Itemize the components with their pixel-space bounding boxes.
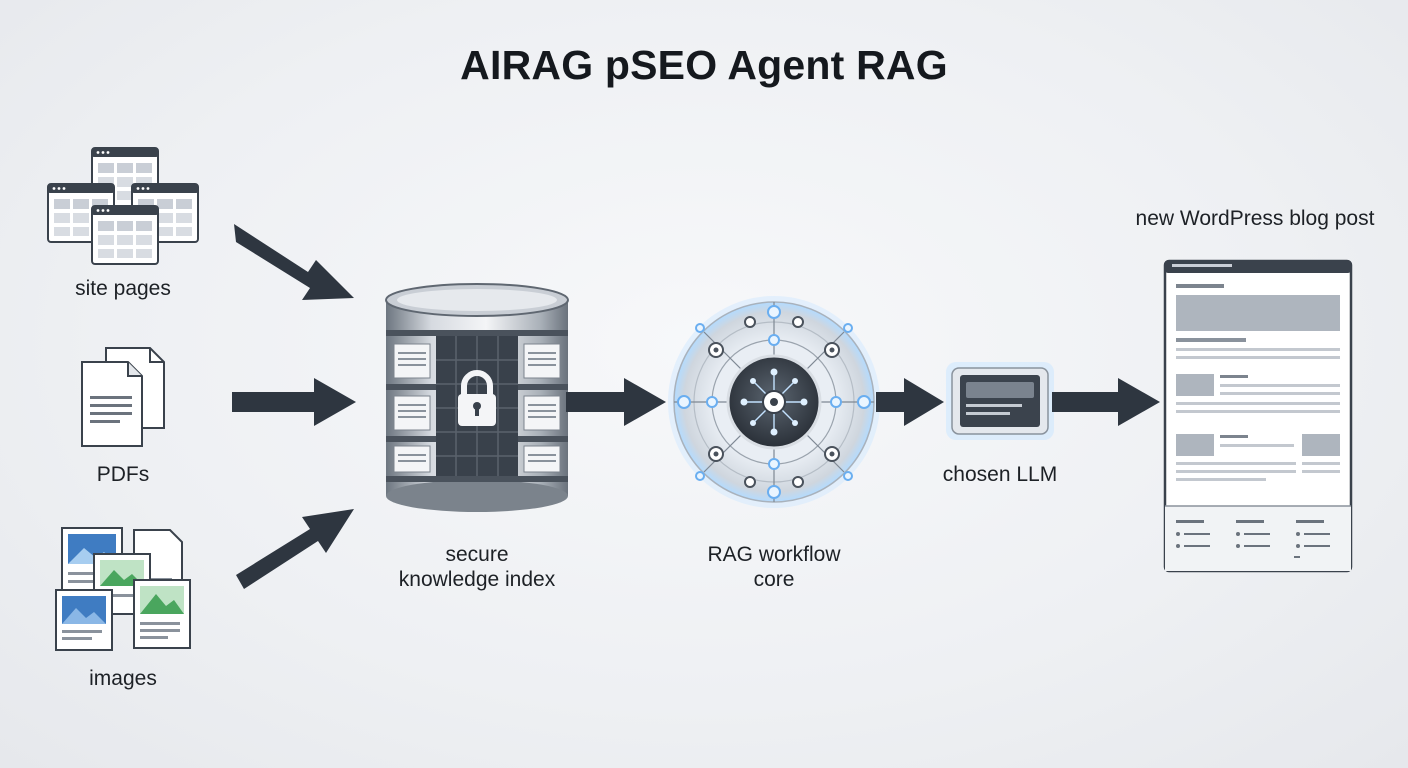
- core-label-line2: core: [753, 568, 795, 591]
- site-pages-label: site pages: [75, 277, 171, 300]
- document-stack-icon: [81, 347, 165, 447]
- pdfs-label: PDFs: [96, 463, 150, 486]
- database-lock-icon: [385, 283, 569, 512]
- arrow-core-to-llm: [876, 378, 944, 426]
- network-hub-icon: [668, 296, 880, 508]
- arrow-llm-to-output: [1052, 378, 1160, 426]
- arrow-index-to-core: [566, 378, 666, 426]
- arrow-site-pages-to-index: [234, 224, 354, 300]
- arrow-images-to-index: [236, 509, 354, 589]
- blog-post-page-icon: [1163, 259, 1353, 573]
- index-label-line2: knowledge index: [398, 568, 556, 591]
- core-label-line1: RAG workflow: [707, 543, 841, 566]
- images-label: images: [89, 667, 157, 690]
- diagram-title: AIRAG pSEO Agent RAG: [460, 42, 948, 88]
- chip-panel-icon: [946, 362, 1054, 440]
- arrow-pdfs-to-index: [232, 378, 356, 426]
- browser-window-icon: [47, 147, 199, 265]
- image-document-icon: [55, 527, 191, 651]
- output-label: new WordPress blog post: [1135, 207, 1375, 230]
- index-label-line1: secure: [445, 543, 509, 566]
- llm-label: chosen LLM: [942, 463, 1058, 486]
